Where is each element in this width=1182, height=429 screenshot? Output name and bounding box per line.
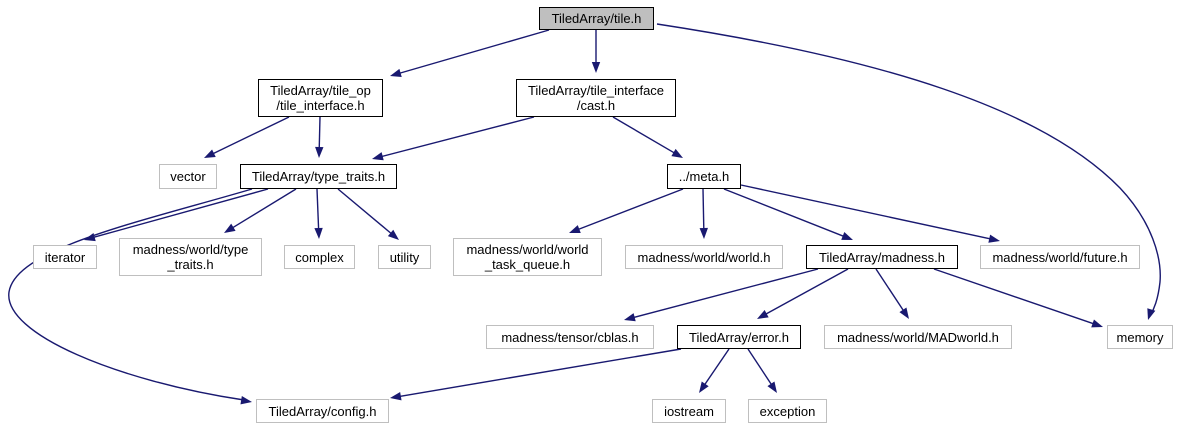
- graph-node-wtq[interactable]: madness/world/world_task_queue.h: [453, 238, 602, 276]
- edge-type_traits-mw_type_traits: [231, 188, 297, 229]
- arrowhead-tile_h-cast: [591, 62, 601, 73]
- node-label-line: TiledArray/config.h: [268, 403, 377, 419]
- graph-node-error[interactable]: TiledArray/error.h: [677, 325, 801, 349]
- edge-ta_madness-madworld: [875, 268, 905, 312]
- arrowhead-meta-future: [988, 234, 1000, 243]
- arrowhead-ta_madness-madworld: [899, 307, 909, 319]
- arrowhead-tile_op-vector: [204, 149, 216, 158]
- graph-node-type_traits[interactable]: TiledArray/type_traits.h: [240, 164, 397, 189]
- arrowhead-error-config: [390, 392, 402, 401]
- graph-node-world[interactable]: madness/world/world.h: [625, 245, 783, 269]
- node-label-line: memory: [1116, 329, 1164, 345]
- edge-meta-wtq: [577, 188, 684, 231]
- graph-node-cast[interactable]: TiledArray/tile_interface/cast.h: [516, 79, 676, 117]
- edge-ta_madness-cblas: [632, 268, 819, 319]
- node-label-line: TiledArray/tile_interface: [527, 83, 665, 98]
- graph-node-utility[interactable]: utility: [378, 245, 431, 269]
- graph-node-meta[interactable]: ../meta.h: [667, 164, 741, 189]
- node-label-line: madness/world/type: [132, 242, 249, 257]
- arrowhead-ta_madness-error: [757, 310, 769, 319]
- edge-type_traits-iterator: [92, 188, 269, 239]
- node-label-line: iterator: [44, 249, 86, 265]
- node-label-line: iostream: [664, 403, 714, 419]
- node-label-line: madness/world/world: [466, 242, 589, 257]
- graph-node-vector[interactable]: vector: [159, 164, 217, 189]
- edge-cast-meta: [612, 116, 676, 155]
- graph-node-exception[interactable]: exception: [748, 399, 827, 423]
- node-label-line: /tile_interface.h: [276, 98, 365, 113]
- node-label-line: ../meta.h: [678, 169, 730, 184]
- edge-tile_h-tile_op: [398, 29, 550, 75]
- node-label-line: vector: [170, 169, 206, 184]
- node-label-line: _task_queue.h: [484, 257, 571, 272]
- arrowhead-meta-world: [699, 227, 708, 239]
- graph-node-tile_h[interactable]: TiledArray/tile.h: [539, 7, 654, 30]
- node-label-line: madness/world/future.h: [992, 249, 1128, 265]
- graph-node-iostream[interactable]: iostream: [652, 399, 726, 423]
- graph-node-mw_type_traits[interactable]: madness/world/type_traits.h: [119, 238, 262, 276]
- edge-tile_h-memory: [656, 23, 1161, 317]
- graph-node-future[interactable]: madness/world/future.h: [980, 245, 1140, 269]
- graph-node-iterator[interactable]: iterator: [33, 245, 97, 269]
- edge-type_traits-config: [8, 188, 253, 401]
- arrowhead-type_traits-complex: [314, 227, 323, 239]
- edge-error-config: [398, 348, 682, 398]
- edge-error-iostream: [703, 348, 730, 386]
- edge-tile_op-type_traits: [318, 116, 321, 150]
- edge-type_traits-utility: [337, 188, 393, 235]
- edge-tile_op-vector: [211, 116, 290, 155]
- node-label-line: TiledArray/tile.h: [551, 11, 642, 26]
- edge-meta-world: [702, 188, 705, 231]
- graph-node-tile_op[interactable]: TiledArray/tile_op/tile_interface.h: [258, 79, 383, 117]
- graph-node-ta_madness[interactable]: TiledArray/madness.h: [806, 245, 958, 269]
- arrowhead-cast-meta: [671, 148, 683, 158]
- arrowhead-ta_madness-memory: [1091, 319, 1103, 328]
- arrowhead-cast-type_traits: [372, 152, 384, 161]
- arrowhead-error-exception: [767, 381, 777, 393]
- node-label-line: TiledArray/tile_op: [270, 83, 371, 98]
- arrowhead-meta-wtq: [569, 225, 581, 233]
- node-label-line: /cast.h: [576, 98, 616, 113]
- node-label-line: TiledArray/madness.h: [819, 249, 945, 265]
- node-label-line: utility: [389, 249, 420, 265]
- edge-type_traits-complex: [316, 188, 320, 231]
- node-label-line: _traits.h: [167, 257, 214, 272]
- node-label-line: madness/world/world.h: [637, 249, 771, 265]
- edge-ta_madness-memory: [933, 268, 1095, 325]
- arrowhead-tile_h-memory: [1147, 308, 1156, 320]
- arrowhead-type_traits-utility: [387, 229, 399, 240]
- node-label-line: TiledArray/type_traits.h: [251, 169, 386, 184]
- node-label-line: madness/tensor/cblas.h: [501, 329, 639, 345]
- graph-node-memory[interactable]: memory: [1107, 325, 1173, 349]
- graph-node-madworld[interactable]: madness/world/MADworld.h: [824, 325, 1012, 349]
- arrowhead-type_traits-config: [240, 396, 252, 405]
- graph-node-cblas[interactable]: madness/tensor/cblas.h: [486, 325, 654, 349]
- arrowhead-error-iostream: [699, 381, 709, 393]
- edge-meta-future: [740, 184, 992, 240]
- edge-cast-type_traits: [380, 116, 535, 158]
- edge-error-exception: [747, 348, 773, 386]
- arrowhead-tile_h-tile_op: [390, 68, 402, 77]
- edge-ta_madness-error: [764, 268, 849, 316]
- node-label-line: complex: [295, 249, 344, 265]
- node-label-line: TiledArray/error.h: [689, 329, 789, 345]
- node-label-line: exception: [759, 403, 816, 419]
- arrowhead-tile_op-type_traits: [315, 146, 324, 158]
- arrowhead-meta-ta_madness: [841, 232, 853, 240]
- arrowhead-ta_madness-cblas: [624, 313, 636, 322]
- node-label-line: madness/world/MADworld.h: [837, 329, 999, 345]
- arrowhead-type_traits-mw_type_traits: [224, 223, 236, 233]
- graph-node-complex[interactable]: complex: [284, 245, 355, 269]
- graph-node-config[interactable]: TiledArray/config.h: [256, 399, 389, 423]
- edge-meta-ta_madness: [723, 188, 845, 238]
